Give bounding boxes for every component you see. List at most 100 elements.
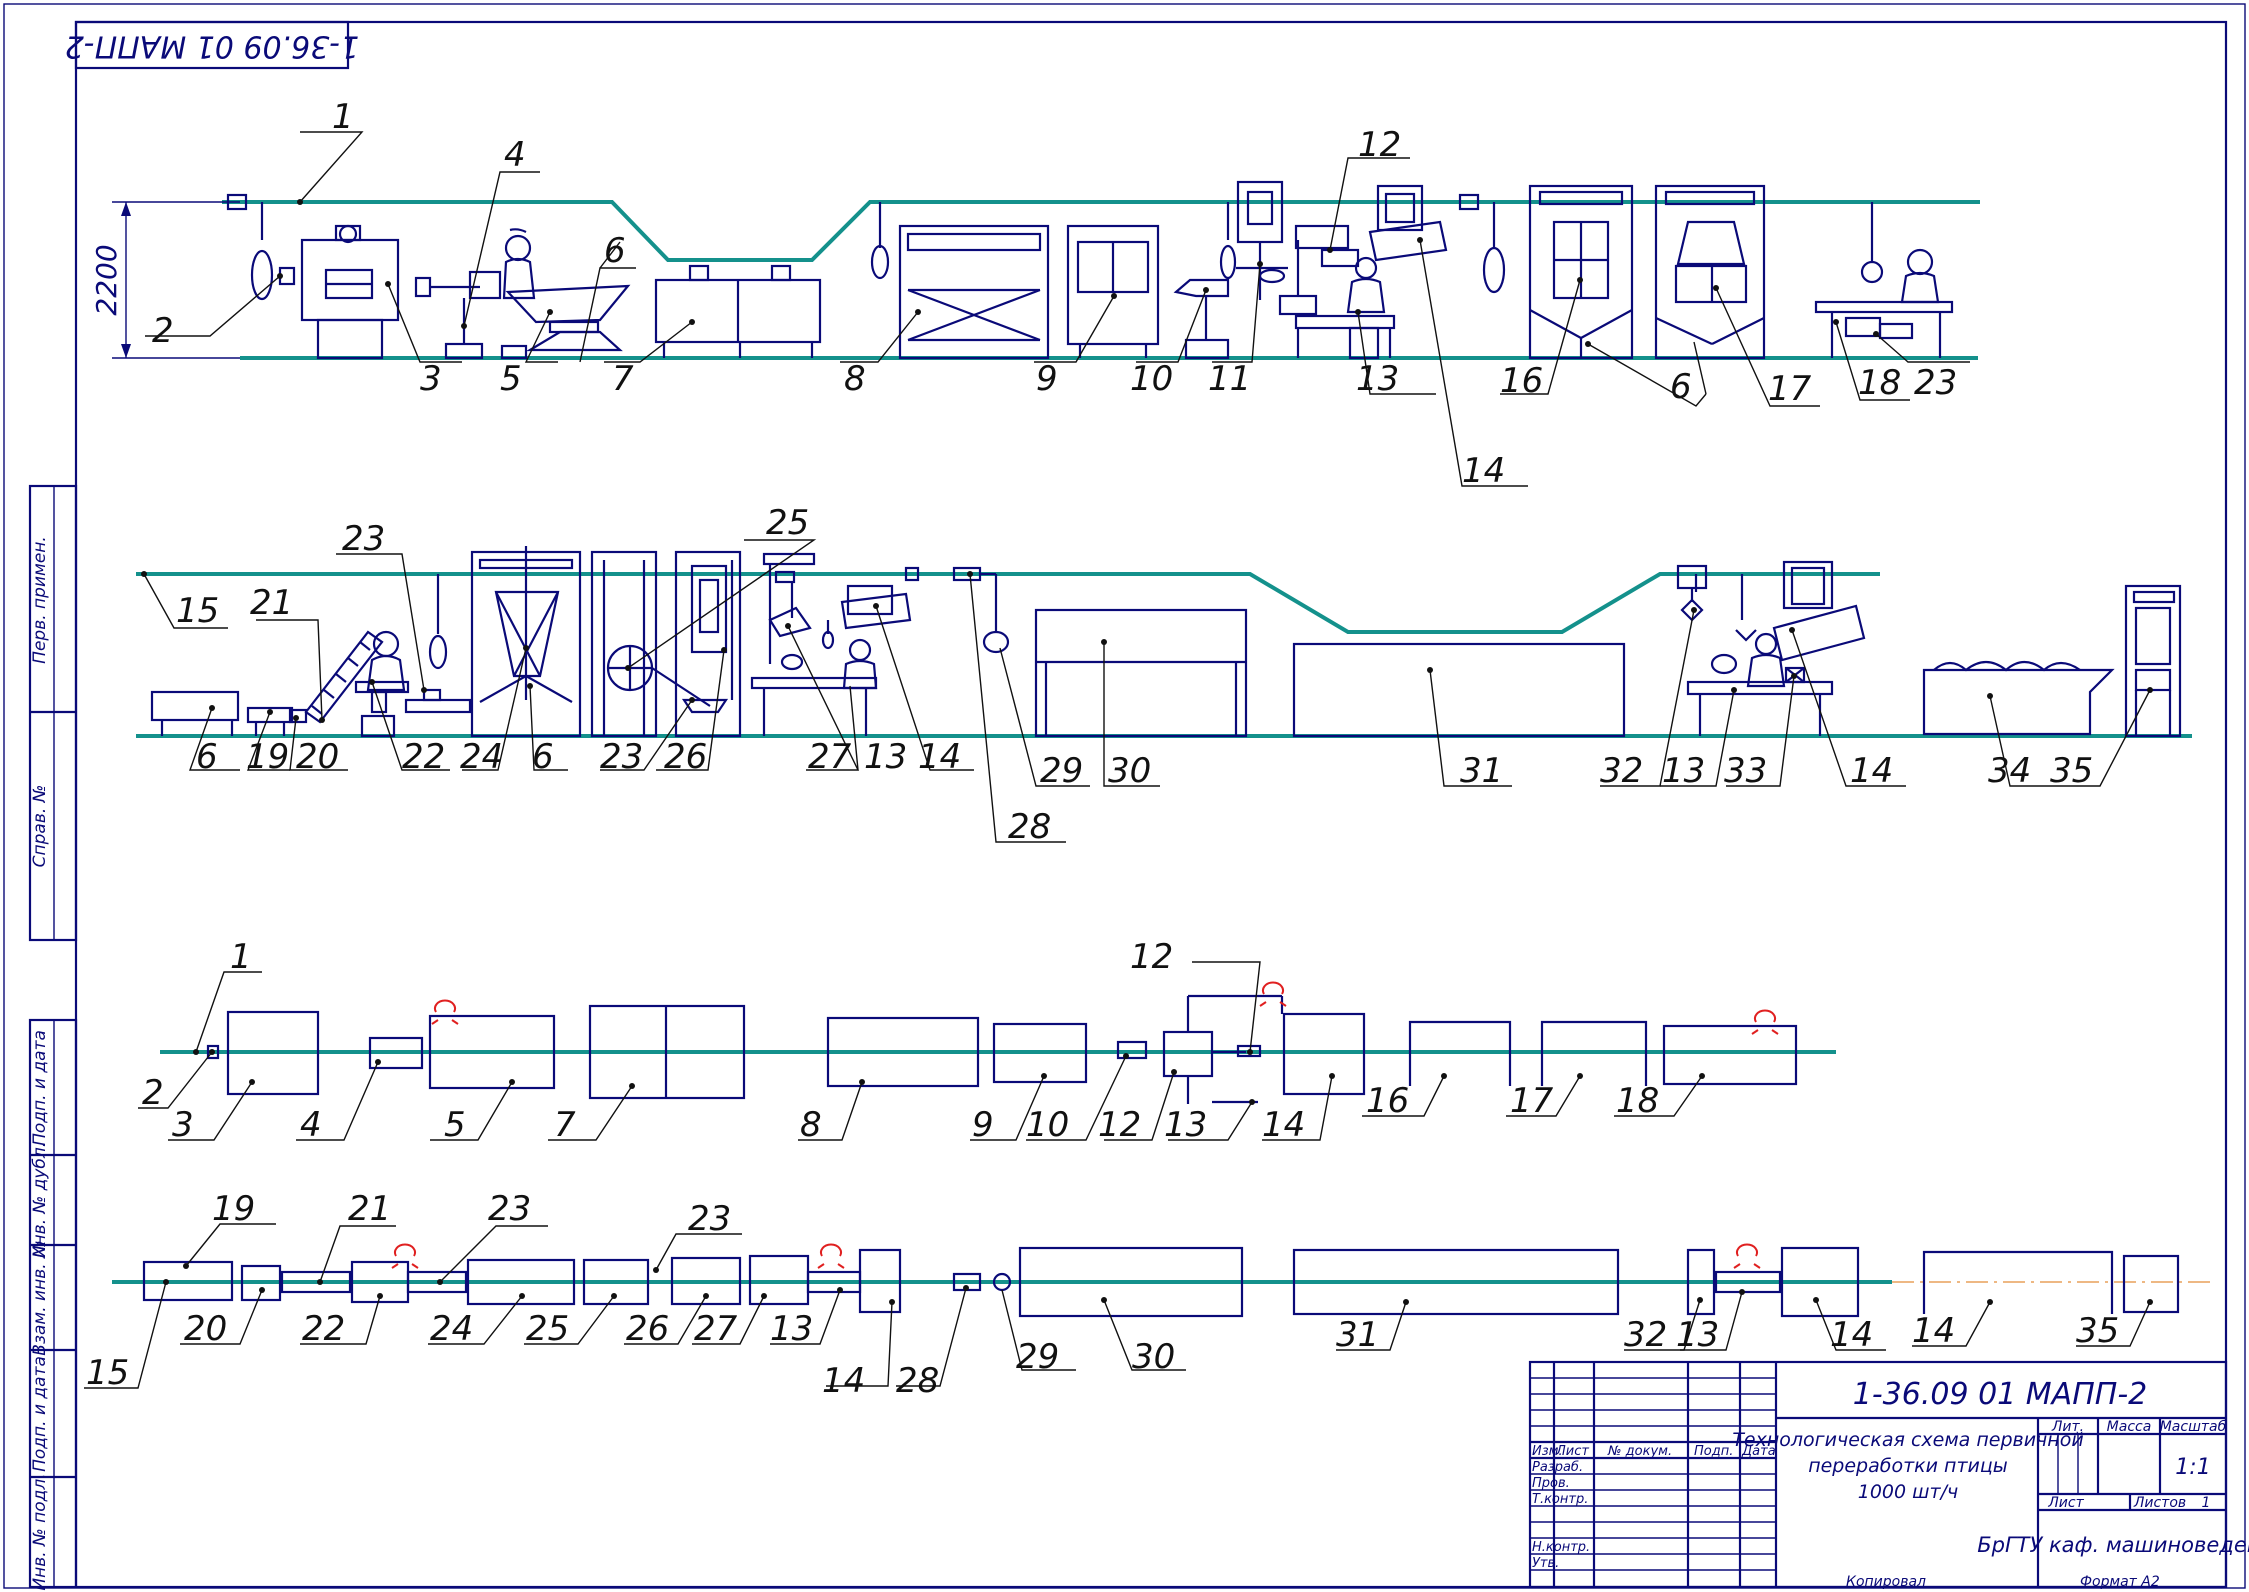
plan-callout-13b: 13: [1676, 1315, 1719, 1355]
callout-3: 3: [420, 359, 442, 399]
elevation-row-1-callouts: 1 2 3 4 5 6 7 8 9 10 11 12 13 14 16 6 17: [145, 97, 1970, 491]
callout-26: 26: [664, 737, 707, 777]
side-stamp-field-2: Справ. №: [30, 785, 50, 868]
callout-14c: 14: [1850, 751, 1893, 791]
callout-8: 8: [844, 359, 866, 399]
plan-callout-9: 9: [972, 1105, 994, 1145]
format-label: Формат А2: [2080, 1574, 2160, 1590]
side-stamp-field-7: Инв. № подл.: [30, 1473, 50, 1590]
callout-32: 32: [1600, 751, 1643, 791]
callout-34: 34: [1988, 751, 2031, 791]
plan-callout-16: 16: [1366, 1081, 1409, 1121]
callout-22: 22: [402, 737, 445, 777]
callout-18: 18: [1858, 363, 1901, 403]
plan-callout-14b: 14: [1830, 1315, 1873, 1355]
title-line-1: Технологическая схема первичной: [1732, 1429, 2083, 1451]
label-date: Дата: [1741, 1444, 1776, 1459]
plan-callout-14c: 14: [1912, 1311, 1955, 1351]
elevation-row-2-callouts: 15 21 23 25 6 19 20 22 24 6 23 26 27 13 …: [141, 503, 2153, 847]
callout-21: 21: [250, 583, 293, 623]
callout-31: 31: [1460, 751, 1503, 791]
plan-callout-14: 14: [1262, 1105, 1305, 1145]
callout-9: 9: [1036, 359, 1058, 399]
plan-callout-12b: 12: [1098, 1105, 1141, 1145]
callout-12: 12: [1358, 125, 1401, 165]
side-stamp-field-4: Инв. № дубл.: [30, 1142, 50, 1258]
callout-28: 28: [1008, 807, 1051, 847]
label-razrab: Разраб.: [1532, 1460, 1583, 1475]
callout-6b: 6: [1670, 367, 1692, 407]
side-stamp-field-1: Перв. примен.: [30, 536, 50, 664]
callout-17: 17: [1768, 369, 1812, 409]
plan-row-1-callouts: 1 2 3 4 5 7 8 9 10 12 12 13 14 16 17 18: [138, 937, 1705, 1145]
callout-6d: 6: [532, 737, 554, 777]
side-stamp: Перв. примен. Справ. № Подп. и дата Инв.…: [28, 484, 78, 1591]
plan-callout-12a: 12: [1130, 937, 1173, 977]
label-list-sheet: Лист: [2047, 1495, 2084, 1511]
callout-33: 33: [1724, 751, 1767, 791]
plan-callout-25: 25: [526, 1309, 569, 1349]
plan-callout-30: 30: [1132, 1337, 1175, 1377]
plan-callout-4: 4: [300, 1105, 322, 1145]
callout-35: 35: [2050, 751, 2093, 791]
plan-callout-15: 15: [86, 1353, 129, 1393]
plan-callout-1: 1: [230, 937, 252, 977]
plan-callout-28: 28: [896, 1361, 939, 1401]
label-izm: Изм.: [1532, 1444, 1563, 1459]
inverted-stamp: 1-36.09 01 МАПП-2: [65, 20, 359, 70]
callout-23c: 23: [600, 737, 643, 777]
plan-callout-19: 19: [212, 1189, 255, 1229]
label-masshtab: Масштаб: [2160, 1419, 2227, 1435]
plan-callout-10: 10: [1026, 1105, 1069, 1145]
callout-7: 7: [612, 359, 634, 399]
plan-row-2: [112, 1243, 2210, 1318]
callout-2: 2: [152, 311, 174, 351]
title-block: 1-36.09 01 МАПП-2 Технологическая схема …: [1528, 1360, 2249, 1589]
side-stamp-field-6: Подп. и дата: [30, 1356, 50, 1472]
callout-1: 1: [332, 97, 354, 137]
plan-row-1: [160, 981, 1836, 1104]
plan-callout-13: 13: [1164, 1105, 1207, 1145]
label-utv: Утв.: [1532, 1556, 1559, 1571]
plan-callout-7: 7: [554, 1105, 576, 1145]
callout-23b: 23: [342, 519, 385, 559]
callout-15: 15: [176, 591, 219, 631]
label-sign: Подп.: [1694, 1444, 1733, 1459]
plan-callout-2: 2: [142, 1073, 164, 1113]
plan-callout-32: 32: [1624, 1315, 1667, 1355]
title-block-code: 1-36.09 01 МАПП-2: [1853, 1377, 2147, 1412]
plan-callout-13a: 13: [770, 1309, 813, 1349]
label-listov: Листов: [2133, 1495, 2186, 1511]
callout-19: 19: [246, 737, 289, 777]
elevation-row-2: [136, 546, 2192, 738]
plan-callout-21: 21: [348, 1189, 391, 1229]
label-massa: Масса: [2107, 1419, 2152, 1435]
plan-callout-8: 8: [800, 1105, 822, 1145]
title-line-2: переработки птицы: [1808, 1455, 2008, 1477]
plan-callout-24: 24: [430, 1309, 473, 1349]
plan-callout-20: 20: [184, 1309, 227, 1349]
callout-24: 24: [460, 737, 503, 777]
callout-14: 14: [1462, 451, 1505, 491]
callout-27: 27: [808, 737, 852, 777]
plan-callout-14a: 14: [822, 1361, 865, 1401]
label-prov: Пров.: [1532, 1476, 1570, 1491]
sheets-total: 1: [2202, 1495, 2211, 1511]
callout-23a: 23: [1914, 363, 1957, 403]
label-nkontr: Н.контр.: [1532, 1540, 1590, 1555]
plan-callout-5: 5: [444, 1105, 466, 1145]
plan-callout-17: 17: [1510, 1081, 1554, 1121]
callout-16: 16: [1500, 361, 1543, 401]
plan-callout-31: 31: [1336, 1315, 1379, 1355]
callout-20: 20: [296, 737, 339, 777]
plan-callout-26: 26: [626, 1309, 669, 1349]
side-stamp-field-3: Подп. и дата: [30, 1030, 50, 1146]
overhead-conveyor-1: [222, 200, 1980, 262]
callout-10: 10: [1130, 359, 1173, 399]
inverted-stamp-code: 1-36.09 01 МАПП-2: [65, 29, 359, 64]
callout-11: 11: [1208, 359, 1251, 399]
callout-25: 25: [766, 503, 809, 543]
callout-13: 13: [1356, 359, 1399, 399]
callout-14b: 14: [918, 737, 961, 777]
